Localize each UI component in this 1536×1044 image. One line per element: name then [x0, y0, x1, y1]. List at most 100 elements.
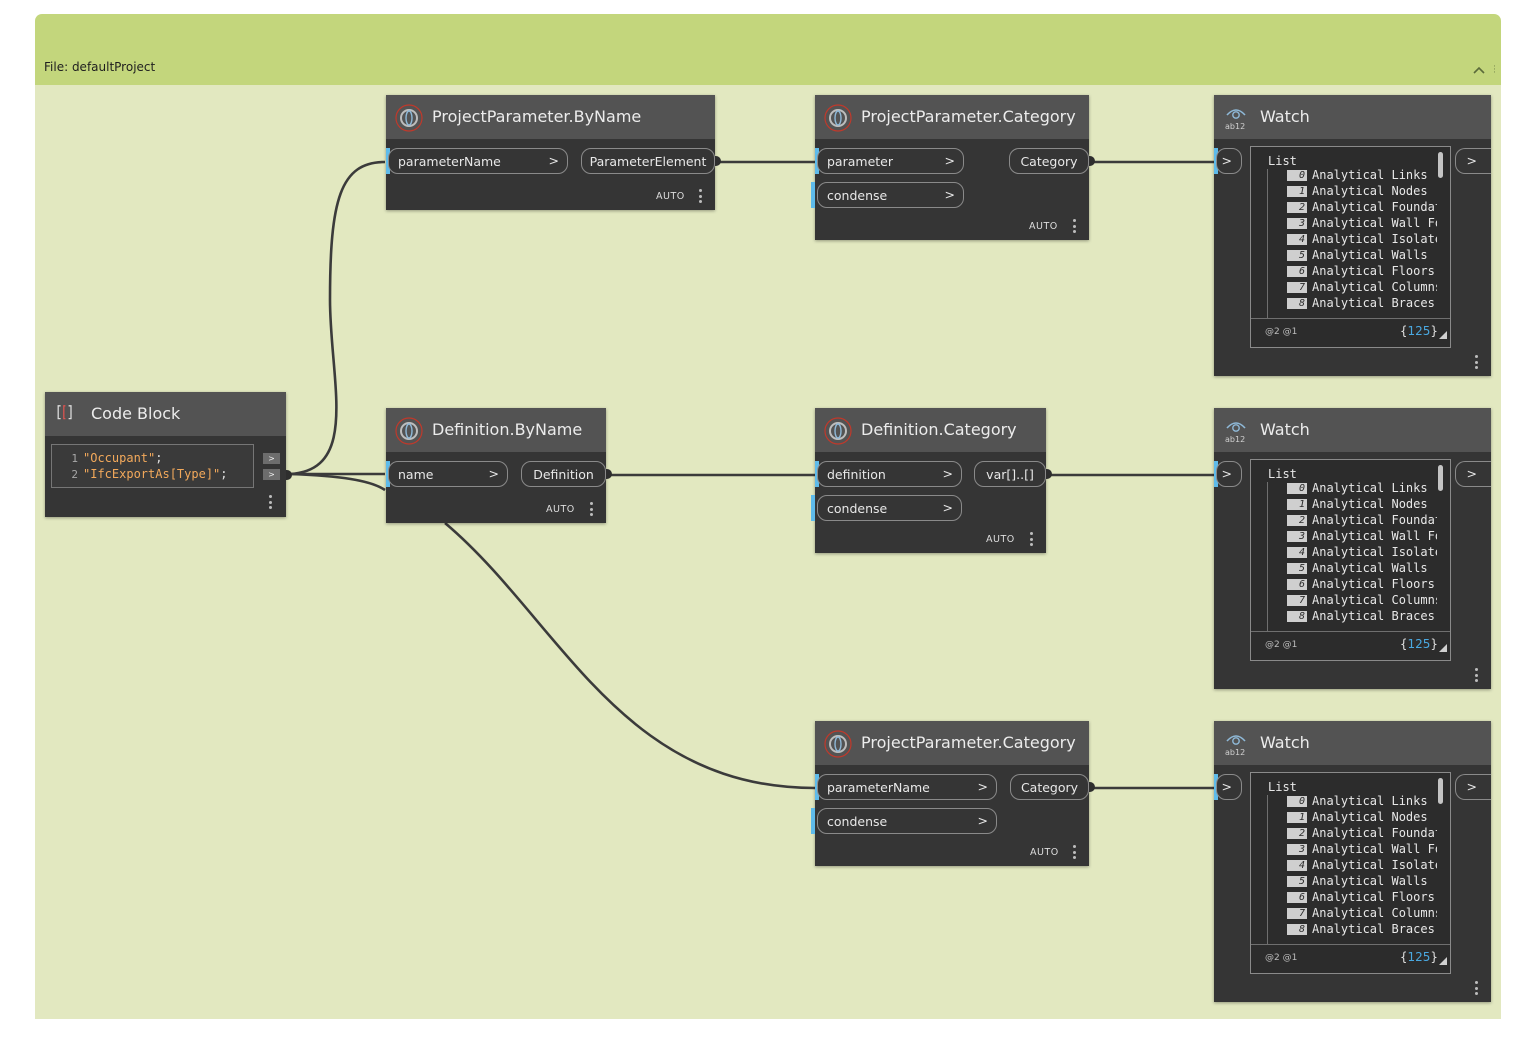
output-connector[interactable] — [606, 469, 612, 479]
node-header[interactable] — [815, 408, 1046, 452]
output-connector[interactable] — [1089, 156, 1095, 166]
scrollbar-thumb[interactable] — [1438, 465, 1443, 491]
list-levels[interactable]: @2 @1 — [1265, 327, 1298, 337]
group-header[interactable]: File: defaultProject ··· — [35, 14, 1501, 85]
node-menu-icon[interactable] — [1073, 845, 1076, 859]
wire-defbyname-ppcat2[interactable] — [444, 522, 816, 790]
node-menu-icon[interactable] — [1073, 219, 1076, 233]
input-port-condense[interactable]: condense > — [817, 182, 964, 208]
output-port-parameterelement[interactable]: ParameterElement — [581, 148, 715, 174]
resize-grip-icon[interactable] — [1439, 331, 1447, 339]
group-menu-icon[interactable]: ··· — [1493, 62, 1496, 78]
input-port-parameter[interactable]: parameter > — [817, 148, 964, 174]
wire-codeblock-ppcat2[interactable] — [289, 472, 386, 492]
code-editor[interactable]: 1"Occupant"; 2"IfcExportAs[Type]"; — [51, 444, 254, 488]
watch-output-port[interactable]: > — [1455, 148, 1491, 174]
wire-codeblock-ppbyname[interactable] — [289, 160, 386, 476]
watch-input-port[interactable]: > — [1216, 774, 1242, 800]
output-connector[interactable] — [1046, 469, 1052, 479]
resize-grip-icon[interactable] — [1439, 644, 1447, 652]
node-menu-icon[interactable] — [269, 495, 272, 509]
node-header[interactable] — [386, 408, 606, 452]
chevron-up-icon[interactable] — [1473, 64, 1485, 76]
pp-category-node-1[interactable]: ProjectParameter.Category parameter > co… — [811, 95, 1095, 240]
output-connector[interactable] — [286, 470, 292, 480]
scrollbar-thumb[interactable] — [1438, 778, 1443, 804]
node-header[interactable] — [45, 392, 286, 436]
node-header[interactable] — [1214, 721, 1491, 765]
list-levels[interactable]: @2 @1 — [1265, 640, 1298, 650]
code-line[interactable]: 1"Occupant"; — [52, 451, 162, 467]
node-menu-icon[interactable] — [590, 502, 593, 516]
output-port-category[interactable]: Category — [1009, 148, 1089, 174]
input-port-parametername[interactable]: parameterName > — [817, 774, 997, 800]
output-port-definition[interactable]: Definition — [521, 461, 606, 487]
node-header[interactable] — [815, 721, 1089, 765]
pp-category-node-2[interactable]: ProjectParameter.Category parameterName … — [811, 721, 1095, 866]
node-header[interactable] — [815, 95, 1089, 139]
input-port-parametername[interactable]: parameterName > — [388, 148, 568, 174]
watch-input-port[interactable]: > — [1216, 148, 1242, 174]
node-menu-icon[interactable] — [1475, 668, 1478, 682]
code-line[interactable]: 2"IfcExportAs[Type]"; — [52, 467, 227, 483]
node-header[interactable] — [1214, 95, 1491, 139]
def-category-node[interactable]: Definition.Category definition > condens… — [811, 408, 1052, 553]
watch-output-port[interactable]: > — [1455, 774, 1491, 800]
node-menu-icon[interactable] — [699, 189, 702, 203]
node-menu-icon[interactable] — [1030, 532, 1033, 546]
code-output-port-1[interactable]: > — [263, 453, 280, 464]
def-byname-node[interactable]: Definition.ByName name > Definition AUTO — [386, 408, 612, 523]
input-port-condense[interactable]: condense > — [817, 495, 962, 521]
resize-grip-icon[interactable] — [1439, 957, 1447, 965]
watch-output-port[interactable]: > — [1455, 461, 1491, 487]
scrollbar-thumb[interactable] — [1438, 152, 1443, 178]
node-header[interactable] — [386, 95, 715, 139]
output-port-category[interactable]: Category — [1010, 774, 1089, 800]
list-levels[interactable]: @2 @1 — [1265, 953, 1298, 963]
node-menu-icon[interactable] — [1475, 355, 1478, 369]
code-block-node[interactable]: Code Block 1"Occupant"; 2"IfcExportAs[Ty… — [45, 392, 292, 517]
output-connector[interactable] — [1089, 782, 1095, 792]
output-connector[interactable] — [715, 156, 721, 166]
node-menu-icon[interactable] — [1475, 981, 1478, 995]
output-port-var[interactable]: var[]..[] — [974, 461, 1046, 487]
input-port-name[interactable]: name > — [388, 461, 508, 487]
pp-byname-node[interactable]: ProjectParameter.ByName parameterName > … — [386, 95, 721, 210]
input-port-definition[interactable]: definition > — [817, 461, 962, 487]
input-port-condense[interactable]: condense > — [817, 808, 997, 834]
code-output-port-2[interactable]: > — [263, 469, 280, 480]
node-header[interactable] — [1214, 408, 1491, 452]
